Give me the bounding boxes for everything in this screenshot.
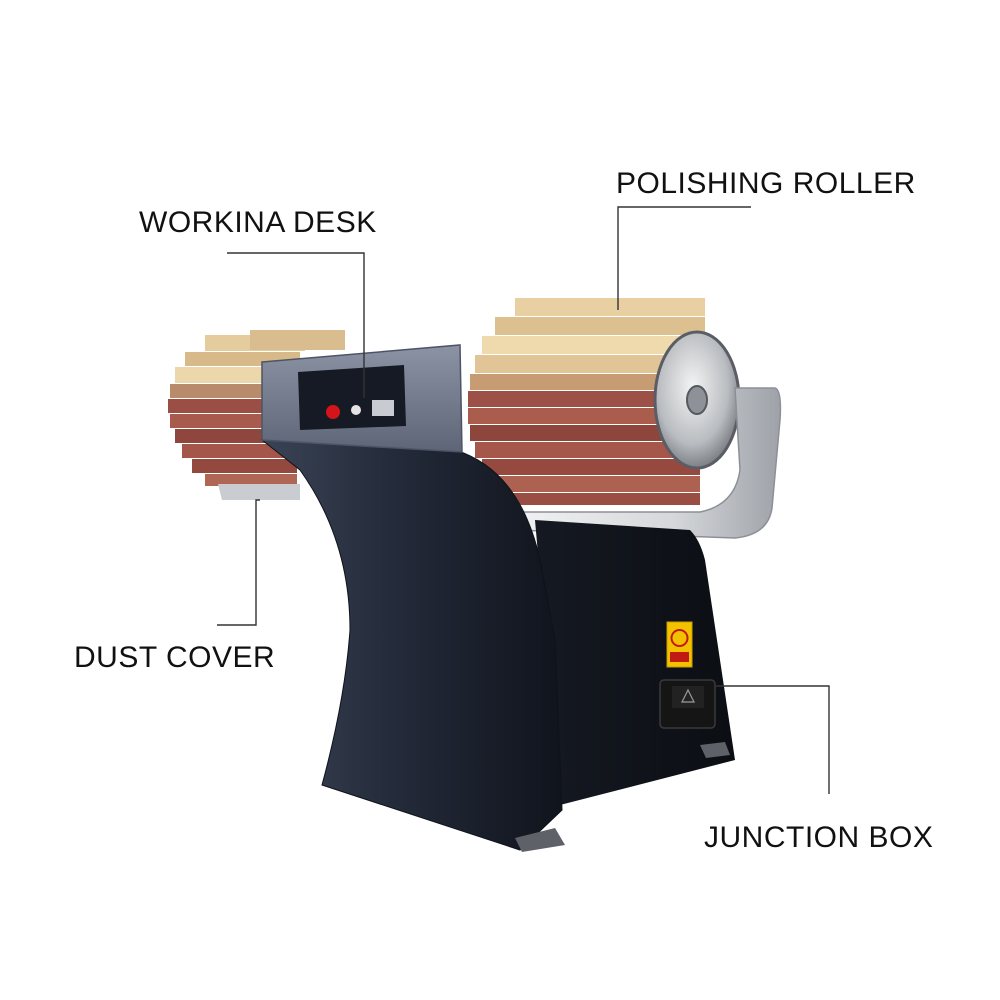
leader-polishing-roller bbox=[617, 206, 751, 310]
machine-side-housing bbox=[535, 520, 735, 805]
machine-body bbox=[260, 439, 563, 851]
leader-lines bbox=[217, 206, 830, 794]
leader-junction-box bbox=[716, 685, 830, 794]
right-polishing-roller bbox=[468, 298, 705, 505]
leader-working-desk bbox=[227, 252, 365, 398]
junction-box bbox=[659, 679, 716, 729]
label-polishing-roller: POLISHING ROLLER bbox=[616, 167, 916, 200]
machine-foot-right bbox=[700, 742, 730, 758]
roller-end-disc bbox=[653, 330, 741, 470]
stop-button-red bbox=[326, 405, 340, 419]
warning-sticker bbox=[666, 621, 693, 668]
left-dust-cover bbox=[218, 484, 300, 500]
working-desk bbox=[261, 344, 463, 453]
label-junction-box: JUNCTION BOX bbox=[704, 821, 934, 854]
left-polishing-roller bbox=[168, 330, 345, 486]
start-button bbox=[351, 405, 361, 415]
label-dust-cover: DUST COVER bbox=[74, 641, 276, 674]
machine-foot-left bbox=[515, 828, 565, 852]
label-working-desk: WORKINA DESK bbox=[139, 206, 377, 239]
control-switch bbox=[372, 400, 394, 416]
leader-dust-cover bbox=[217, 499, 260, 626]
